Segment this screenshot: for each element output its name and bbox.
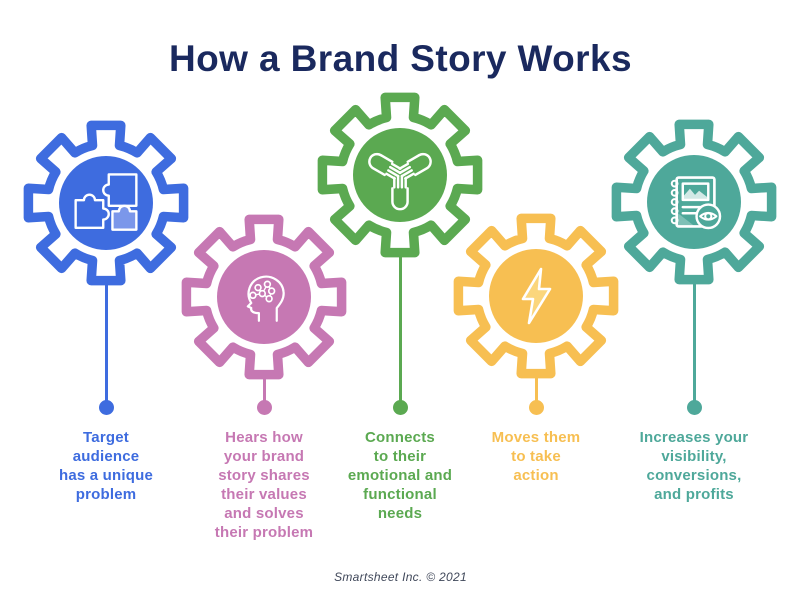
step-label: Increases your visibility, conversions, … — [639, 429, 749, 503]
step-label: Connects to their emotional and function… — [347, 429, 453, 522]
connector-dot — [256, 399, 272, 415]
connector-stem — [104, 283, 108, 407]
gear-graphic — [611, 119, 777, 285]
lightning-icon — [521, 267, 552, 325]
gear-hub — [59, 156, 153, 250]
cog-outline — [23, 120, 189, 286]
joined-hands-icon — [365, 150, 435, 211]
head-network-icon — [246, 275, 285, 322]
gear-graphic — [453, 213, 619, 379]
gear-graphic — [23, 120, 189, 286]
gear-hub — [353, 128, 447, 222]
gear-hub — [217, 250, 311, 344]
connector-dot — [686, 399, 702, 415]
cog-outline — [611, 119, 777, 285]
connector-stem — [262, 377, 266, 407]
step-label: Moves them to take action — [491, 429, 581, 484]
connector-stem — [692, 282, 696, 407]
connector-dot — [392, 399, 408, 415]
gear-graphic — [181, 214, 347, 380]
cog-outline — [453, 213, 619, 379]
cog-outline — [181, 214, 347, 380]
page-title: How a Brand Story Works — [169, 37, 632, 79]
connector-dot — [98, 399, 114, 415]
connector-stem — [398, 255, 402, 407]
cog-outline — [317, 92, 483, 258]
footer-credit: Smartsheet Inc. © 2021 — [334, 570, 467, 584]
puzzle-icon — [74, 173, 138, 231]
step-label: Hears how your brand story shares their … — [214, 429, 314, 541]
gear-graphic — [317, 92, 483, 258]
connector-dot — [528, 399, 544, 415]
gear-hub — [647, 155, 741, 249]
connector-stem — [534, 376, 538, 407]
step-label: Target audience has a unique problem — [58, 429, 154, 503]
notebook-eye-icon — [670, 176, 722, 230]
